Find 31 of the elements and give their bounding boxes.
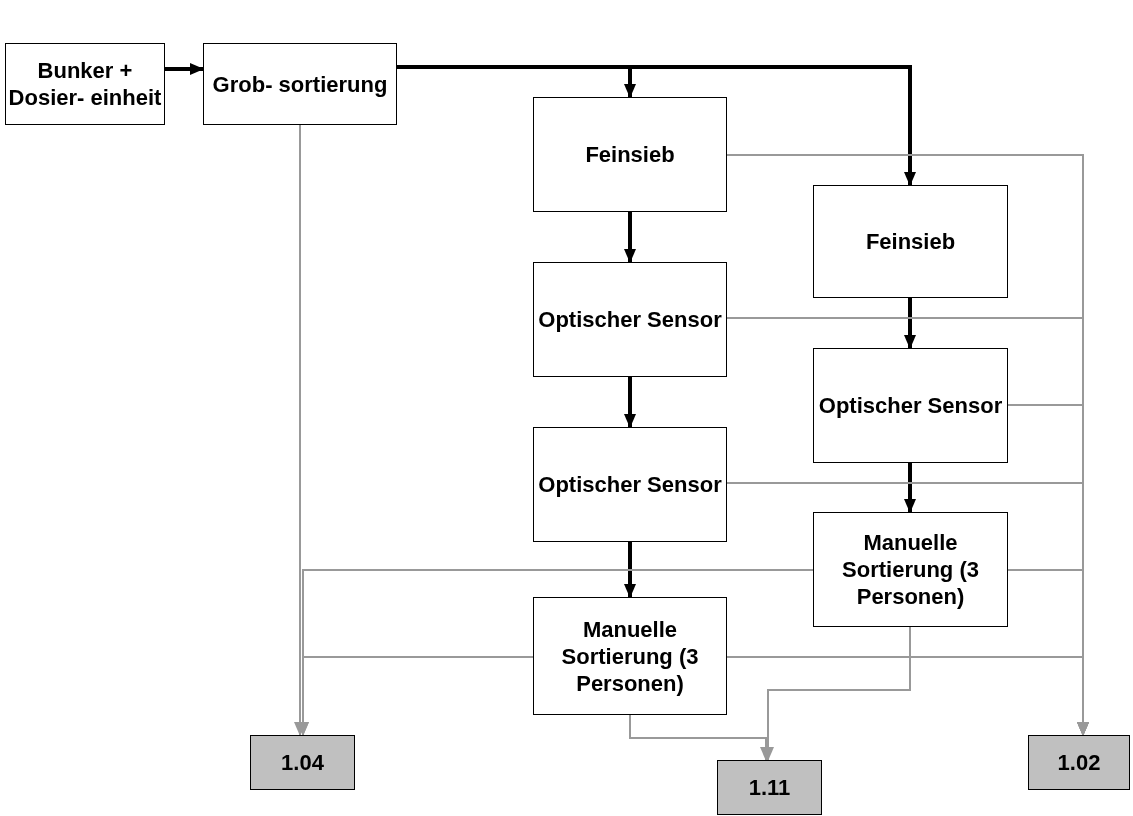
process-box xyxy=(533,97,727,212)
step-label: Optischer Sensor xyxy=(818,392,1003,419)
process-box xyxy=(533,427,727,542)
step-label: Bunker + Dosier- einheit xyxy=(8,57,162,111)
step-label: Manuelle Sortierung (3 Personen) xyxy=(841,529,980,610)
arrow xyxy=(165,63,204,75)
output-box xyxy=(717,760,822,815)
output-box xyxy=(1028,735,1130,790)
process-box xyxy=(813,185,1008,298)
step-label: 1.04 xyxy=(281,749,324,776)
process-box xyxy=(533,262,727,377)
step-label: Grob- sortierung xyxy=(212,70,388,98)
arrow xyxy=(726,656,1089,736)
process-box xyxy=(533,597,727,715)
step-label: Optischer Sensor xyxy=(538,306,722,333)
arrow xyxy=(904,298,916,349)
arrow xyxy=(624,377,636,428)
step-label: 1.02 xyxy=(1057,749,1101,776)
arrow xyxy=(904,463,916,513)
step-label: Feinsieb xyxy=(865,228,956,255)
process-box xyxy=(5,43,165,125)
output-box xyxy=(250,735,355,790)
step-label: 1.11 xyxy=(748,774,791,801)
process-box xyxy=(813,348,1008,463)
arrow xyxy=(624,542,636,598)
process-box xyxy=(203,43,397,125)
process-box xyxy=(813,512,1008,627)
arrow xyxy=(624,212,636,263)
step-label: Manuelle Sortierung (3 Personen) xyxy=(560,615,700,697)
step-label: Optischer Sensor xyxy=(538,471,722,498)
step-label: Feinsieb xyxy=(585,141,675,168)
